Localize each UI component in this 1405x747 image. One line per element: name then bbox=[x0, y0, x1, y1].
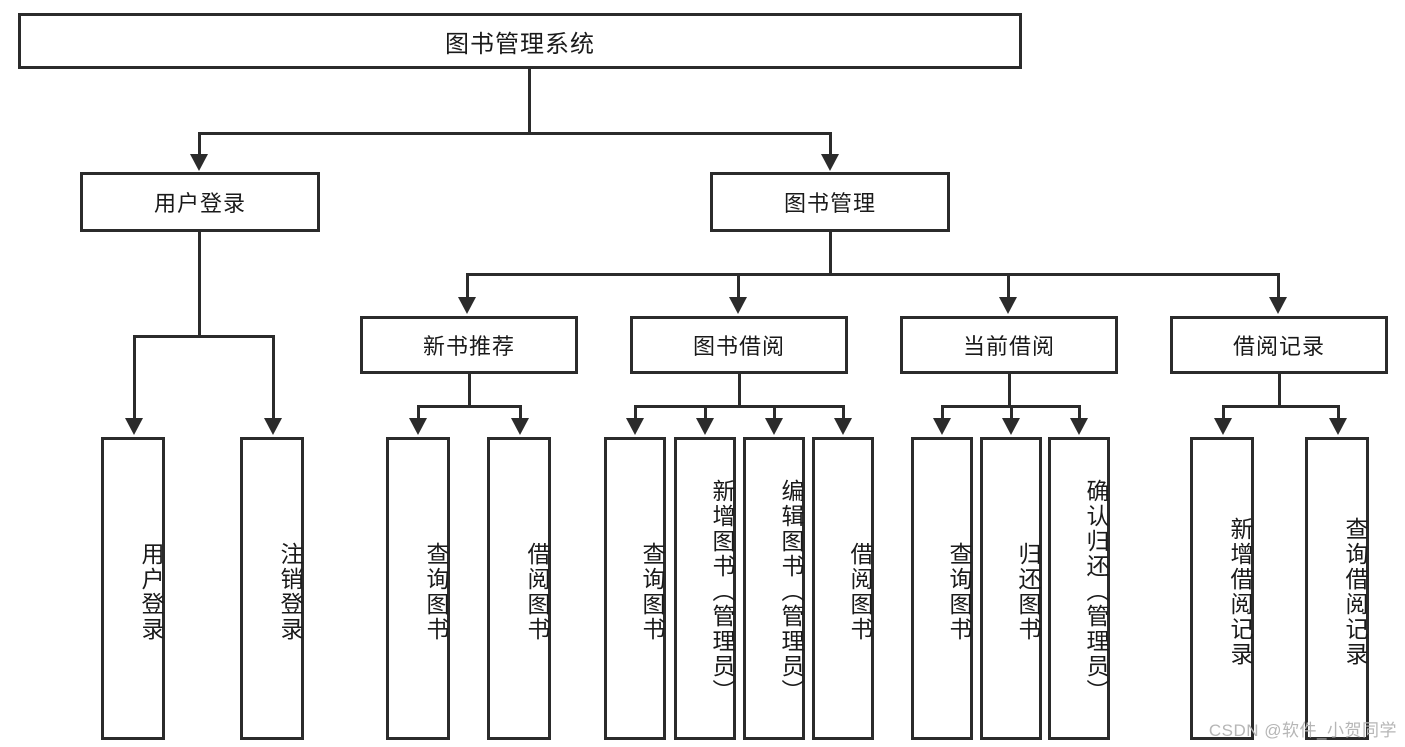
leaf-label: 借阅图书 bbox=[847, 541, 873, 642]
connector-bus-borrow-record bbox=[1222, 405, 1340, 408]
leaf-borrow-record-add[interactable]: 新增借阅记录 bbox=[1190, 437, 1254, 740]
connector-drop-new-book-leaf-1 bbox=[417, 405, 420, 420]
connector-drop-l3-2 bbox=[737, 273, 740, 299]
node-label: 用户登录 bbox=[153, 191, 246, 216]
arrowhead-user-login bbox=[190, 154, 208, 171]
node-new-book-recommend[interactable]: 新书推荐 bbox=[360, 316, 578, 374]
connector-stem-user-login bbox=[198, 232, 201, 335]
arrowhead-book-borrow-leaf-4 bbox=[834, 418, 852, 435]
node-label: 借阅记录 bbox=[1232, 334, 1325, 359]
leaf-label: 编辑图书（管理员） bbox=[778, 479, 804, 704]
connector-drop-current-borrow-leaf-3 bbox=[1078, 405, 1081, 420]
connector-bus-book-management bbox=[466, 273, 1280, 276]
arrowhead-current-borrow-leaf-2 bbox=[1002, 418, 1020, 435]
connector-drop-borrow-record-leaf-1 bbox=[1222, 405, 1225, 420]
connector-drop-current-borrow-leaf-2 bbox=[1010, 405, 1013, 420]
leaf-user-login-login[interactable]: 用户登录 bbox=[101, 437, 165, 740]
leaf-label: 注销登录 bbox=[277, 541, 303, 642]
leaf-label: 归还图书 bbox=[1015, 541, 1041, 642]
arrowhead-book-borrow-leaf-3 bbox=[765, 418, 783, 435]
arrowhead-borrow-record-leaf-2 bbox=[1329, 418, 1347, 435]
connector-root-bus bbox=[198, 132, 832, 135]
connector-drop-book-manage bbox=[829, 132, 832, 156]
leaf-new-book-query[interactable]: 查询图书 bbox=[386, 437, 450, 740]
leaf-book-borrow-borrow[interactable]: 借阅图书 bbox=[812, 437, 874, 740]
connector-drop-l3-4 bbox=[1277, 273, 1280, 299]
connector-drop-user-login-leaf-2 bbox=[272, 335, 275, 420]
leaf-new-book-borrow[interactable]: 借阅图书 bbox=[487, 437, 551, 740]
node-book-management[interactable]: 图书管理 bbox=[710, 172, 950, 232]
leaf-book-borrow-edit[interactable]: 编辑图书（管理员） bbox=[743, 437, 805, 740]
node-book-borrow[interactable]: 图书借阅 bbox=[630, 316, 848, 374]
arrowhead-current-borrow-leaf-1 bbox=[933, 418, 951, 435]
leaf-label: 用户登录 bbox=[138, 541, 164, 642]
connector-bus-book-borrow bbox=[634, 405, 844, 408]
arrowhead-new-book-leaf-1 bbox=[409, 418, 427, 435]
connector-stem-book-borrow bbox=[738, 374, 741, 405]
node-label: 图书借阅 bbox=[692, 334, 785, 359]
connector-drop-l3-3 bbox=[1007, 273, 1010, 299]
arrowhead-new-book-leaf-2 bbox=[511, 418, 529, 435]
connector-stem-current-borrow bbox=[1008, 374, 1011, 405]
arrowhead-l3-2 bbox=[729, 297, 747, 314]
connector-bus-user-login bbox=[133, 335, 275, 338]
connector-drop-borrow-record-leaf-2 bbox=[1337, 405, 1340, 420]
node-root-system[interactable]: 图书管理系统 bbox=[18, 13, 1022, 69]
connector-stem-new-book bbox=[468, 374, 471, 405]
arrowhead-borrow-record-leaf-1 bbox=[1214, 418, 1232, 435]
arrowhead-current-borrow-leaf-3 bbox=[1070, 418, 1088, 435]
leaf-label: 查询图书 bbox=[423, 541, 449, 642]
node-label: 图书管理系统 bbox=[445, 30, 595, 58]
connector-stem-book-management bbox=[829, 232, 832, 273]
connector-drop-user-login bbox=[198, 132, 201, 156]
connector-stem-borrow-record bbox=[1278, 374, 1281, 405]
arrowhead-l3-3 bbox=[999, 297, 1017, 314]
leaf-current-borrow-return[interactable]: 归还图书 bbox=[980, 437, 1042, 740]
connector-drop-book-borrow-leaf-1 bbox=[634, 405, 637, 420]
arrowhead-l3-1 bbox=[458, 297, 476, 314]
node-label: 图书管理 bbox=[783, 191, 876, 216]
arrowhead-user-login-leaf-1 bbox=[125, 418, 143, 435]
leaf-current-borrow-confirm-return[interactable]: 确认归还（管理员） bbox=[1048, 437, 1110, 740]
leaf-label: 确认归还（管理员） bbox=[1083, 479, 1109, 704]
node-borrow-record[interactable]: 借阅记录 bbox=[1170, 316, 1388, 374]
leaf-label: 新增借阅记录 bbox=[1227, 516, 1253, 667]
connector-drop-book-borrow-leaf-4 bbox=[842, 405, 845, 420]
connector-drop-current-borrow-leaf-1 bbox=[941, 405, 944, 420]
node-label: 新书推荐 bbox=[422, 334, 515, 359]
node-current-borrow[interactable]: 当前借阅 bbox=[900, 316, 1118, 374]
connector-drop-book-borrow-leaf-3 bbox=[773, 405, 776, 420]
leaf-user-login-logout[interactable]: 注销登录 bbox=[240, 437, 304, 740]
connector-drop-l3-1 bbox=[466, 273, 469, 299]
leaf-borrow-record-query[interactable]: 查询借阅记录 bbox=[1305, 437, 1369, 740]
arrowhead-user-login-leaf-2 bbox=[264, 418, 282, 435]
leaf-book-borrow-query[interactable]: 查询图书 bbox=[604, 437, 666, 740]
leaf-label: 查询图书 bbox=[946, 541, 972, 642]
node-label: 当前借阅 bbox=[962, 334, 1055, 359]
leaf-book-borrow-add[interactable]: 新增图书（管理员） bbox=[674, 437, 736, 740]
leaf-label: 查询图书 bbox=[639, 541, 665, 642]
leaf-label: 借阅图书 bbox=[524, 541, 550, 642]
arrowhead-book-borrow-leaf-2 bbox=[696, 418, 714, 435]
arrowhead-book-borrow-leaf-1 bbox=[626, 418, 644, 435]
node-user-login[interactable]: 用户登录 bbox=[80, 172, 320, 232]
leaf-label: 查询借阅记录 bbox=[1342, 516, 1368, 667]
leaf-label: 新增图书（管理员） bbox=[709, 479, 735, 704]
arrowhead-book-manage bbox=[821, 154, 839, 171]
connector-drop-new-book-leaf-2 bbox=[519, 405, 522, 420]
leaf-current-borrow-query[interactable]: 查询图书 bbox=[911, 437, 973, 740]
connector-bus-new-book bbox=[417, 405, 522, 408]
arrowhead-l3-4 bbox=[1269, 297, 1287, 314]
connector-drop-user-login-leaf-1 bbox=[133, 335, 136, 420]
connector-drop-book-borrow-leaf-2 bbox=[704, 405, 707, 420]
connector-root-stem bbox=[528, 69, 531, 132]
